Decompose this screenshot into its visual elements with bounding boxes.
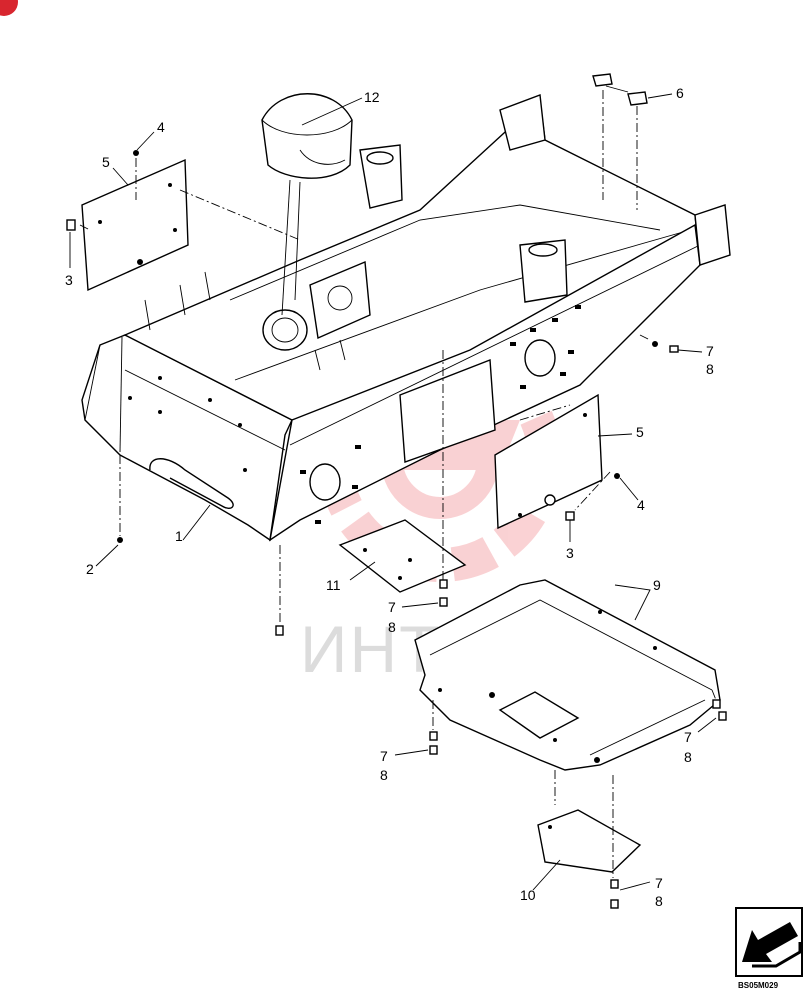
bolt-4-upper[interactable] <box>133 150 139 156</box>
frame-rear-tab <box>694 204 731 266</box>
bolt-lower-left[interactable] <box>275 625 284 636</box>
corner-badge[interactable] <box>0 0 18 16</box>
callout-7-pan-right[interactable]: 7 <box>684 729 692 745</box>
callout-7-center[interactable]: 7 <box>388 599 396 615</box>
arrow-icon <box>742 922 798 962</box>
callout-1[interactable]: 1 <box>175 528 183 544</box>
callout-4-lower[interactable]: 4 <box>637 497 645 513</box>
callout-8-pan-right[interactable]: 8 <box>684 749 692 765</box>
callout-4-upper[interactable]: 4 <box>157 119 165 135</box>
callout-3-lower[interactable]: 3 <box>566 545 574 561</box>
frame-bracket <box>309 260 371 340</box>
fasteners <box>117 341 727 909</box>
part-6-clip-2[interactable] <box>627 91 648 106</box>
drawing-code: BS05M029 <box>738 981 779 990</box>
bolt-3-lower[interactable] <box>565 511 575 521</box>
callout-8-plate[interactable]: 8 <box>655 893 663 909</box>
callout-2[interactable]: 2 <box>86 561 94 577</box>
bolt-7-pan-left[interactable] <box>429 731 438 741</box>
nav-arrow-button[interactable] <box>735 907 803 977</box>
callout-3-upper[interactable]: 3 <box>65 272 73 288</box>
callout-8-center[interactable]: 8 <box>388 619 396 635</box>
part-10-plate[interactable] <box>537 809 642 873</box>
frame-tower-2 <box>519 239 568 303</box>
callout-12[interactable]: 12 <box>364 89 380 105</box>
frame-hole-1 <box>309 463 341 501</box>
bolt-4-lower[interactable] <box>614 473 620 479</box>
callout-9[interactable]: 9 <box>653 577 661 593</box>
callout-6[interactable]: 6 <box>676 85 684 101</box>
part-6-clip-1[interactable] <box>592 73 613 87</box>
belly-pan-cutout <box>498 691 580 739</box>
bolt-3-upper[interactable] <box>66 219 76 231</box>
bolt-2[interactable] <box>117 537 123 543</box>
part-11-plate[interactable] <box>338 519 467 593</box>
callout-7-pan-left[interactable]: 7 <box>380 748 388 764</box>
main-frame[interactable] <box>81 94 731 542</box>
frame-rear-post <box>499 94 546 151</box>
frame-slots <box>300 305 581 524</box>
leader-lines <box>69 85 717 891</box>
bolt-7-11[interactable] <box>439 579 448 589</box>
part-5-plate-right[interactable] <box>494 393 603 530</box>
callout-8-right[interactable]: 8 <box>706 361 714 377</box>
frame-window <box>399 359 496 463</box>
callout-11[interactable]: 11 <box>326 577 341 593</box>
callout-5-upper[interactable]: 5 <box>102 154 110 170</box>
callout-8-pan-left[interactable]: 8 <box>380 767 388 783</box>
callout-7-right[interactable]: 7 <box>706 343 714 359</box>
part-5-plate-left[interactable] <box>81 158 189 292</box>
badge-circle <box>0 0 18 16</box>
bolt-7-pan-right[interactable] <box>712 699 721 709</box>
callout-10[interactable]: 10 <box>520 887 536 903</box>
frame-bore <box>262 309 308 351</box>
assembly-lines <box>79 90 717 878</box>
part-9-belly-pan[interactable] <box>414 579 721 771</box>
frame-hole-2 <box>524 339 556 377</box>
callout-labels: 1 2 3 3 4 4 5 5 6 7 8 7 8 7 8 7 8 7 8 9 … <box>65 85 714 909</box>
bolt-7-plate[interactable] <box>610 879 619 889</box>
bolt-7-right[interactable] <box>652 341 658 347</box>
callout-5-lower[interactable]: 5 <box>636 424 644 440</box>
part-12-boot[interactable] <box>261 93 353 316</box>
frame-handle <box>149 458 234 509</box>
callout-7-plate[interactable]: 7 <box>655 875 663 891</box>
front-face-holes <box>128 376 247 472</box>
